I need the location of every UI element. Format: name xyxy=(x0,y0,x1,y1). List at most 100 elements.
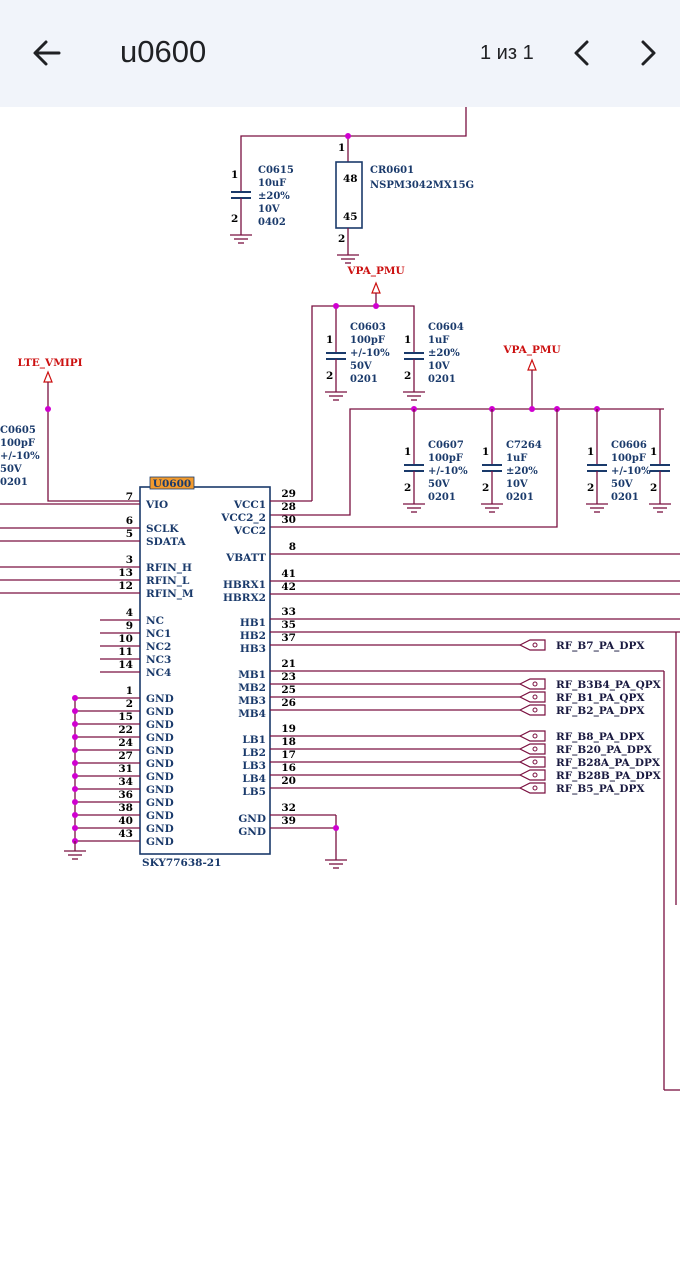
component-label: 10V xyxy=(258,204,280,215)
pin-number: 26 xyxy=(281,697,296,709)
port-flag-dot xyxy=(532,694,538,700)
port-flag-dot xyxy=(532,772,538,778)
port-flag-dot xyxy=(532,759,538,765)
component-label: NSPM3042MX15G xyxy=(370,180,474,191)
junction-dot xyxy=(333,303,339,309)
pin-name: GND xyxy=(146,745,174,757)
pin-number: 24 xyxy=(118,737,133,749)
chip-ref: U0600 xyxy=(153,478,191,490)
vcc2-wire xyxy=(270,409,558,528)
pin-name: NC4 xyxy=(146,667,171,679)
pin-name: RFIN_L xyxy=(146,575,190,588)
pin-name: HBRX2 xyxy=(223,592,266,604)
pin-number: 7 xyxy=(126,491,133,503)
cap-pin-number: 2 xyxy=(231,213,238,225)
net-label: RF_B2_PA_DPX xyxy=(556,705,645,718)
pin-number: 29 xyxy=(281,488,296,500)
pin-number: 39 xyxy=(281,815,296,827)
pin-number: 33 xyxy=(281,606,296,618)
pin-name: HBRX1 xyxy=(223,579,266,591)
component-label: 1uF xyxy=(506,453,527,464)
component-label: ±20% xyxy=(428,348,460,359)
pin-number: 2 xyxy=(338,233,345,245)
pin-name: GND xyxy=(146,810,174,822)
pin-name: SDATA xyxy=(146,536,187,548)
pin-number: 16 xyxy=(281,762,296,774)
net-label: RF_B5_PA_DPX xyxy=(556,783,645,796)
component-label: C0605 xyxy=(0,425,36,436)
junction-dot xyxy=(529,406,535,412)
component-label: 0201 xyxy=(0,477,28,488)
component-label: C0606 xyxy=(611,440,647,451)
pin-number: 8 xyxy=(289,541,296,553)
cap-pin-number: 2 xyxy=(404,482,411,494)
previous-page-button[interactable] xyxy=(556,27,608,79)
cap-pin-number: 2 xyxy=(650,482,657,494)
pin-name: GND xyxy=(146,706,174,718)
pin-number: 1 xyxy=(338,142,345,154)
pin-name: GND xyxy=(146,836,174,848)
port-flag-dot xyxy=(532,642,538,648)
page-indicator: 1 из 1 xyxy=(480,42,534,64)
pin-name: LB1 xyxy=(242,734,266,746)
pin-name: NC3 xyxy=(146,654,171,666)
pin-name: GND xyxy=(146,771,174,783)
component-label: C0607 xyxy=(428,440,464,451)
pin-number: 38 xyxy=(118,802,133,814)
pin-name: GND xyxy=(146,732,174,744)
component-label: 0201 xyxy=(428,374,456,385)
cap-pin-number: 1 xyxy=(326,334,333,346)
pin-name: VBATT xyxy=(225,552,266,564)
pin-name: GND xyxy=(146,719,174,731)
pin-name: SCLK xyxy=(146,523,179,535)
cr0601-pin: 45 xyxy=(343,211,358,223)
cap-pin-number: 1 xyxy=(482,446,489,458)
component-label: 0402 xyxy=(258,217,286,228)
pin-number: 2 xyxy=(126,698,133,710)
pin-name: MB4 xyxy=(238,708,266,720)
pin-number: 18 xyxy=(281,736,296,748)
pin-name: MB3 xyxy=(238,695,266,707)
component-label: 10V xyxy=(506,479,528,490)
component-label: 100pF xyxy=(350,335,385,346)
pin-number: 32 xyxy=(281,802,296,814)
junction-dot xyxy=(72,708,78,714)
pin-number: 3 xyxy=(126,554,133,566)
pin-name: HB2 xyxy=(240,630,266,642)
pin-name: NC1 xyxy=(146,628,171,640)
junction-dot xyxy=(72,721,78,727)
next-page-button[interactable] xyxy=(622,27,674,79)
pin-number: 20 xyxy=(281,775,296,787)
pin-number: 22 xyxy=(118,724,133,736)
back-button[interactable] xyxy=(18,24,76,82)
pin-number: 36 xyxy=(118,789,133,801)
pin-number: 42 xyxy=(281,581,296,593)
junction-dot xyxy=(373,303,379,309)
junction-dot xyxy=(72,695,78,701)
cap-pin-number: 2 xyxy=(326,370,333,382)
pin-number: 31 xyxy=(118,763,133,775)
power-net-label: VPA_PMU xyxy=(502,344,560,357)
component-label: CR0601 xyxy=(370,165,414,176)
pin-name: LB5 xyxy=(242,786,266,798)
pin-number: 19 xyxy=(281,723,296,735)
cap-pin-number: 1 xyxy=(231,169,238,181)
vcc1-wire xyxy=(311,305,415,501)
pin-number: 4 xyxy=(126,607,133,619)
junction-dot xyxy=(72,734,78,740)
pin-number: 6 xyxy=(126,515,133,527)
pin-number: 11 xyxy=(118,646,133,658)
pin-number: 13 xyxy=(118,567,133,579)
power-arrow xyxy=(371,281,381,294)
junction-dot xyxy=(333,825,339,831)
pin-name: RFIN_M xyxy=(146,588,194,601)
component-label: 10uF xyxy=(258,178,286,189)
junction-dot xyxy=(45,406,51,412)
pin-name: GND xyxy=(146,693,174,705)
component-label: 100pF xyxy=(428,453,463,464)
pin-number: 9 xyxy=(126,620,133,632)
power-net-label: LTE_VMIPI xyxy=(17,357,82,370)
vio-wire xyxy=(47,382,140,502)
component-label: 100pF xyxy=(0,438,35,449)
